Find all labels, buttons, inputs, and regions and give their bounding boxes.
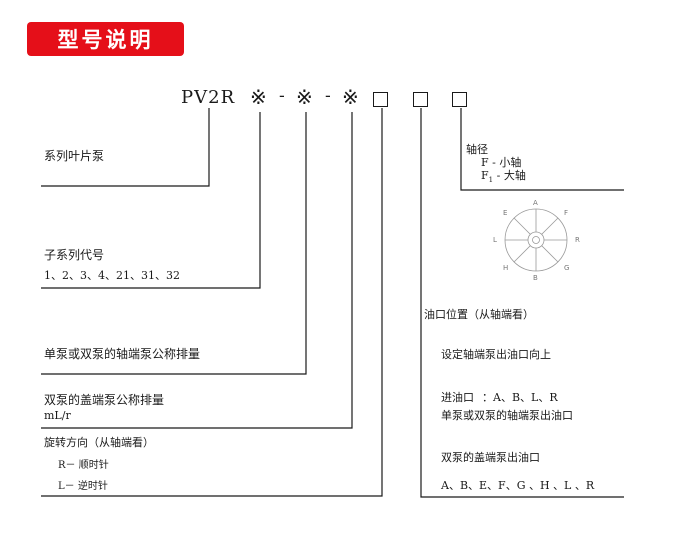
label-rotation-l: L－ 逆时针 bbox=[58, 481, 108, 492]
leader-unit bbox=[41, 112, 353, 429]
leader-port bbox=[420, 108, 624, 498]
dial-letter-h: H bbox=[503, 264, 509, 272]
code-symbol-1: ※ bbox=[250, 85, 267, 109]
header-title: 型号说明 bbox=[57, 28, 154, 52]
dial-letter-f: F bbox=[564, 209, 569, 217]
port-dial bbox=[504, 208, 568, 272]
label-subseries-values: 1、2、3、4、21、31、32 bbox=[44, 269, 180, 282]
label-shaft-f1-sub: 1 bbox=[488, 176, 494, 185]
dial-letter-l: L bbox=[493, 236, 497, 244]
dial-letter-r: R bbox=[575, 236, 580, 244]
leader-subseries bbox=[41, 112, 261, 289]
header-badge: 型号说明 bbox=[27, 22, 184, 56]
dial-letter-b: B bbox=[533, 274, 538, 282]
leader-displacement bbox=[41, 112, 307, 375]
label-shaft-f1-rest: - 大轴 bbox=[493, 169, 526, 182]
leader-series bbox=[41, 108, 210, 187]
label-shaft-f1-main: F bbox=[481, 169, 489, 182]
label-port-default: 设定轴端泵出油口向上 bbox=[441, 348, 551, 361]
code-symbol-2: ※ bbox=[296, 85, 313, 109]
leader-rotation bbox=[41, 108, 383, 497]
dial-letter-e: E bbox=[503, 209, 508, 217]
label-unit: mL/r bbox=[44, 409, 71, 422]
label-port-title: 油口位置（从轴端看） bbox=[424, 308, 534, 321]
label-rotation-r: R－ 顺时针 bbox=[58, 460, 109, 471]
code-symbol-3: ※ bbox=[342, 85, 359, 109]
label-shaft-title: 轴径 bbox=[466, 143, 488, 156]
label-outlet-double: 双泵的盖端泵出油口 bbox=[441, 451, 540, 464]
label-series: 系列叶片泵 bbox=[44, 149, 105, 163]
label-inlet: 进油口 ：A、B、L、R bbox=[441, 389, 558, 405]
label-shaft-f: F - 小轴 bbox=[481, 156, 522, 169]
leader-shaft bbox=[460, 108, 624, 191]
dial-letter-g: G bbox=[564, 264, 570, 272]
dial-inner-circle bbox=[527, 231, 545, 249]
label-single-displacement: 单泵或双泵的轴端泵公称排量 bbox=[44, 347, 201, 361]
label-inlet-values: ：A、B、L、R bbox=[482, 391, 558, 404]
code-box-2 bbox=[413, 92, 428, 107]
label-subseries-title: 子系列代号 bbox=[44, 248, 105, 262]
code-box-1 bbox=[373, 92, 388, 107]
dial-letter-a: A bbox=[533, 199, 538, 207]
label-double-displacement: 双泵的盖端泵公称排量 bbox=[44, 393, 165, 407]
label-shaft-f1: F1 - 大轴 bbox=[481, 167, 526, 184]
code-dash-2: - bbox=[325, 86, 331, 106]
dial-center-circle bbox=[532, 236, 540, 244]
model-code: PV2R bbox=[181, 87, 236, 108]
label-outlet-single: 单泵或双泵的轴端泵出油口 bbox=[441, 409, 573, 422]
label-rotation-title: 旋转方向（从轴端看） bbox=[44, 436, 154, 449]
label-outlet-values: A、B、E、F、G 、H 、L 、R bbox=[441, 479, 595, 492]
code-box-3 bbox=[452, 92, 467, 107]
code-dash-1: - bbox=[279, 86, 285, 106]
label-inlet-title: 进油口 bbox=[441, 391, 474, 404]
